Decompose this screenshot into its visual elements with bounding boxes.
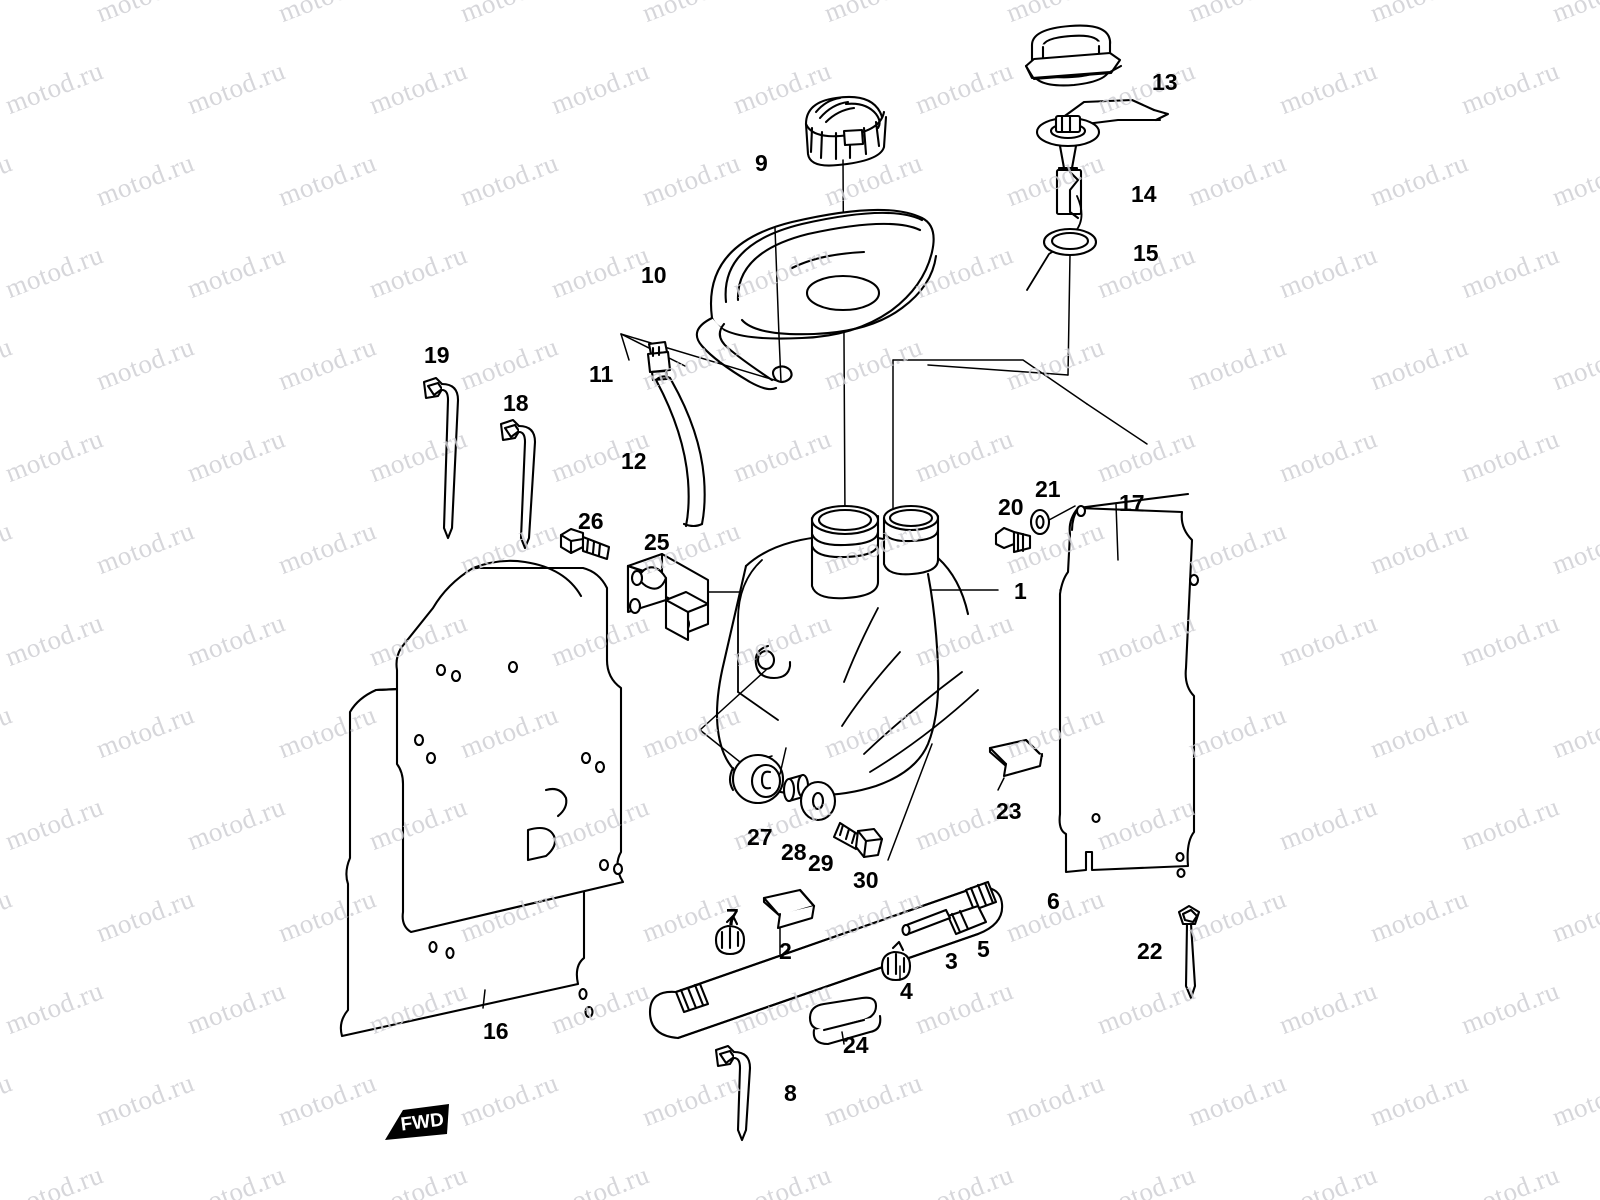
callout-cable-tie-lower: 8	[784, 1080, 797, 1106]
callout-fuel-gauge-retainer-ring: 13	[1152, 69, 1178, 95]
callout-tank-cushion-right: 23	[996, 798, 1022, 824]
part-23-cushion	[988, 738, 1044, 778]
part-20-screw	[994, 526, 1032, 554]
part-29-washer	[799, 780, 837, 822]
callout-left-heat-shield: 16	[483, 1018, 509, 1044]
callout-mount-bolt: 30	[853, 867, 879, 893]
callout-fuel-tank: 1	[1014, 578, 1027, 604]
callout-fuel-tank-cap: 9	[755, 150, 768, 176]
part-26-bolt	[559, 527, 611, 561]
part-8-cable-tie	[714, 1044, 752, 1142]
part-18-cable-tie	[499, 418, 537, 550]
callout-fuel-gauge-gasket: 15	[1133, 240, 1159, 266]
part-25-bracket	[626, 552, 710, 642]
part-30-bolt	[832, 821, 884, 859]
part-9-fuel-cap	[804, 95, 888, 167]
part-1-fuel-tank	[715, 504, 979, 797]
callout-hose-clamp-rear: 4	[900, 978, 913, 1004]
part-27-grommet	[728, 753, 785, 805]
callout-tank-mount-grommet: 27	[747, 824, 773, 850]
callout-breather-hose: 12	[621, 448, 647, 474]
part-15-gasket	[1042, 227, 1098, 257]
callout-mount-spacer: 28	[781, 839, 807, 865]
callout-fuel-hose-long: 6	[1047, 888, 1060, 914]
part-14-fuel-gauge	[1026, 98, 1170, 291]
part-21-washer	[1029, 508, 1051, 536]
part-28-spacer	[782, 773, 810, 803]
callout-right-heat-shield: 17	[1119, 490, 1145, 516]
part-2-cushion	[762, 888, 816, 930]
part-4-clamp	[880, 940, 912, 982]
callout-breather-fitting: 11	[589, 361, 614, 387]
part-7-clamp	[714, 914, 746, 956]
callout-filler-neck-cover: 10	[641, 262, 667, 288]
callout-cable-tie-long: 19	[424, 342, 450, 368]
callout-fuel-hose-short: 5	[977, 936, 990, 962]
callout-fuel-pipe-joint: 3	[945, 948, 958, 974]
part-11-fitting	[646, 340, 672, 382]
callout-tank-cushion-bottom: 24	[843, 1032, 869, 1058]
callout-tank-cushion-front: 2	[779, 938, 792, 964]
part-5-short-hose	[946, 904, 988, 936]
fwd-direction-marker: FWD	[383, 1096, 455, 1153]
part-19-cable-tie	[422, 376, 460, 540]
part-10-filler-cover	[695, 208, 938, 391]
part-24-cushion	[808, 996, 882, 1046]
part-12-breather-hose	[654, 375, 706, 528]
callout-cable-tie-right: 22	[1137, 938, 1163, 964]
callout-tank-mounting-bracket: 25	[644, 529, 670, 555]
part-13-retainer-ring	[1024, 24, 1123, 87]
part-3-pipe	[901, 908, 952, 937]
callout-shield-screw: 20	[998, 494, 1024, 520]
part-16-left-shield-front	[395, 559, 625, 934]
callout-hose-clamp-front: 7	[726, 904, 739, 930]
part-22-cable-tie	[1177, 904, 1201, 1000]
callout-mount-washer: 29	[808, 850, 834, 876]
callout-cable-tie-medium: 18	[503, 390, 529, 416]
callout-fuel-level-gauge: 14	[1131, 181, 1157, 207]
callout-shield-washer: 21	[1035, 476, 1061, 502]
part-17-right-shield	[1058, 492, 1200, 879]
callout-bracket-bolt: 26	[578, 508, 604, 534]
fwd-label: FWD	[400, 1109, 446, 1135]
